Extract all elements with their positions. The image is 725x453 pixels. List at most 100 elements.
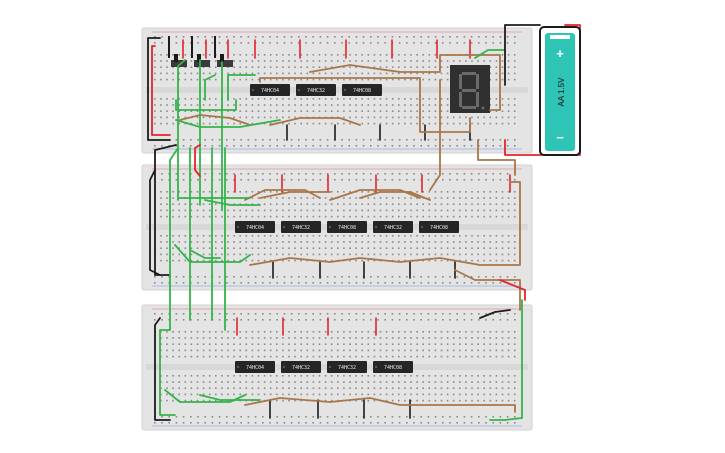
wire-brown[interactable] [477, 139, 516, 176]
ic-chip-body [235, 221, 275, 233]
ic-chip-74hc04[interactable]: 74HC04 [235, 361, 275, 373]
ic-chip-74hc32[interactable]: 74HC32 [327, 361, 367, 373]
battery-plus-symbol: + [556, 46, 564, 61]
battery-cell [545, 33, 575, 151]
wire-brown[interactable] [249, 181, 521, 266]
wire-black[interactable] [147, 37, 171, 141]
ic-notch [297, 88, 301, 92]
wire-green[interactable] [199, 394, 261, 401]
switch-lever [174, 54, 178, 62]
wire-green[interactable] [474, 49, 506, 59]
wire-brown[interactable] [244, 397, 516, 413]
wire-brown[interactable] [454, 269, 521, 311]
wire-green[interactable] [175, 99, 237, 111]
ic-notch [236, 365, 240, 369]
ic-chip-body [419, 221, 459, 233]
components-layer: 74HC04 74HC32 74HC08 74HC04 74HC32 74HC08 74HC… [168, 36, 490, 373]
ic-chip-body [327, 361, 367, 373]
ic-notch [343, 88, 347, 92]
battery-pack[interactable]: + − AA 1.5V [539, 26, 581, 156]
segment [459, 74, 462, 89]
ic-chip-74hc08[interactable]: 74HC08 [327, 221, 367, 233]
wire-black[interactable] [504, 24, 541, 86]
switch-lever [220, 54, 224, 62]
wire-black[interactable] [479, 309, 511, 319]
wire-green[interactable] [204, 199, 261, 206]
ic-chip-body [373, 221, 413, 233]
ic-notch [374, 225, 378, 229]
ic-notch [328, 365, 332, 369]
slide-switch-1[interactable] [168, 36, 187, 67]
battery-tip [550, 35, 570, 39]
switch-body [217, 60, 233, 67]
wire-brown[interactable] [269, 117, 361, 126]
switch-lever [197, 54, 201, 62]
seven-segment-display[interactable]: 8 [450, 65, 490, 113]
wire-green[interactable] [164, 389, 246, 403]
wire-green[interactable] [159, 147, 179, 416]
wire-red[interactable] [151, 45, 171, 136]
wire-black[interactable] [149, 169, 161, 276]
wire-green[interactable] [174, 244, 251, 263]
wire-brown[interactable] [259, 77, 471, 133]
ic-chip-body [250, 84, 290, 96]
ic-notch [374, 365, 378, 369]
wire-green[interactable] [227, 74, 256, 101]
ic-chip-label: 74HC04 [246, 225, 264, 231]
ic-chip-body [296, 84, 336, 96]
ic-chip-74hc08[interactable]: 74HC08 [419, 221, 459, 233]
segment [462, 89, 476, 92]
ic-chip-74hc32[interactable]: 74HC32 [296, 84, 336, 96]
segment [459, 92, 462, 107]
wire-red[interactable] [504, 24, 581, 156]
decimal-point [481, 106, 485, 110]
ic-notch [282, 225, 286, 229]
ic-chip-label: 74HC32 [292, 225, 310, 231]
ic-chip-label: 74HC08 [430, 225, 448, 231]
wires-layer [147, 24, 581, 421]
wire-green[interactable] [189, 249, 221, 259]
segment [476, 74, 479, 89]
switch-body [171, 60, 187, 67]
wire-black[interactable] [154, 317, 171, 421]
ic-chip-label: 74HC04 [261, 88, 279, 94]
ic-chip-74hc08[interactable]: 74HC08 [342, 84, 382, 96]
wire-red[interactable] [194, 144, 201, 177]
ic-chip-body [235, 361, 275, 373]
ic-chip-body [327, 221, 367, 233]
ic-chip-74hc32[interactable]: 74HC32 [373, 221, 413, 233]
battery-label: AA 1.5V [557, 77, 566, 107]
ic-chip-74hc04[interactable]: 74HC04 [250, 84, 290, 96]
wire-brown[interactable] [179, 114, 251, 126]
segment [462, 72, 476, 75]
ic-chip-74hc32[interactable]: 74HC32 [281, 221, 321, 233]
ic-notch [251, 88, 255, 92]
segment [476, 92, 479, 107]
battery-minus-symbol: − [556, 130, 564, 145]
wire-brown[interactable] [359, 191, 431, 201]
ic-chip-74hc08[interactable]: 74HC08 [373, 361, 413, 373]
slide-switch-2[interactable] [191, 36, 210, 67]
wire-green[interactable] [177, 59, 186, 201]
wire-black[interactable] [154, 144, 177, 276]
ic-chip-74hc04[interactable]: 74HC04 [235, 221, 275, 233]
wire-red[interactable] [499, 279, 526, 301]
ic-chip-label: 74HC32 [307, 88, 325, 94]
wire-brown[interactable] [329, 189, 421, 201]
wire-green[interactable] [204, 74, 216, 101]
wire-brown[interactable] [259, 191, 331, 199]
segment [462, 106, 476, 109]
ic-notch [420, 225, 424, 229]
wire-brown[interactable] [244, 189, 321, 201]
slide-switch-3[interactable] [214, 36, 233, 67]
ic-chip-body [281, 221, 321, 233]
wire-brown[interactable] [429, 79, 441, 191]
ic-chip-74hc32[interactable]: 74HC32 [281, 361, 321, 373]
wire-brown[interactable] [309, 54, 501, 111]
ic-chip-body [342, 84, 382, 96]
wire-green[interactable] [175, 119, 281, 128]
ic-chip-label: 74HC04 [246, 365, 264, 371]
ic-chip-body [281, 361, 321, 373]
wire-green[interactable] [489, 299, 523, 421]
